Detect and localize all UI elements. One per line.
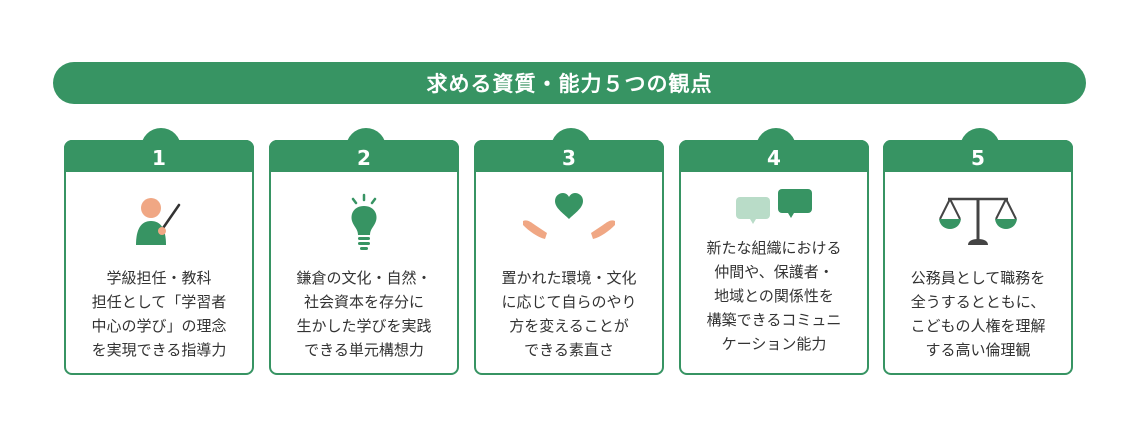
card-header (679, 140, 869, 172)
viewpoint-card-2: 2 鎌倉の文化・自然・ 社会資本を存分に 生かした学びを実践 できる単元構想力 (269, 128, 459, 375)
page-title: 求める資質・能力５つの観点 (426, 72, 713, 96)
viewpoint-card-4: 4 新たな組織における 仲間や、保護者・ 地域との関係性を 構築できるコミュニ … (679, 128, 869, 375)
card-description: 学級担任・教科 担任として「学習者 中心の学び」の理念 を実現できる指導力 (91, 269, 227, 359)
card-description: 鎌倉の文化・自然・ 社会資本を存分に 生かした学びを実践 できる単元構想力 (296, 269, 432, 359)
card-number: 4 (767, 146, 781, 170)
speech-bubbles-icon (681, 182, 867, 232)
card-header (883, 140, 1073, 172)
heart-hands-icon (476, 190, 662, 252)
card-description: 公務員として職務を 全うするとともに、 こどもの人権を理解 する高い倫理観 (910, 269, 1046, 359)
card-header (474, 140, 664, 172)
card-number: 3 (562, 146, 576, 170)
card-header (269, 140, 459, 172)
scales-icon (885, 190, 1071, 252)
title-banner: 求める資質・能力５つの観点 (53, 62, 1086, 104)
viewpoint-card-5: 5 公務員として職務を 全うするとともに、 こどもの人権を理解 する高い倫理観 (883, 128, 1073, 375)
viewpoint-card-3: 3 置かれた環境・文化 に応じて自らのやり 方を変えることが できる素直さ (474, 128, 664, 375)
card-number: 1 (152, 146, 166, 170)
teacher-icon (66, 190, 252, 252)
card-header (64, 140, 254, 172)
lightbulb-icon (271, 190, 457, 252)
viewpoint-card-1: 1 学級担任・教科 担任として「学習者 中心の学び」の理念 を実現できる指導力 (64, 128, 254, 375)
card-number: 2 (357, 146, 371, 170)
card-number: 5 (971, 146, 985, 170)
card-description: 新たな組織における 仲間や、保護者・ 地域との関係性を 構築できるコミュニ ケー… (706, 239, 842, 353)
card-description: 置かれた環境・文化 に応じて自らのやり 方を変えることが できる素直さ (501, 269, 637, 359)
